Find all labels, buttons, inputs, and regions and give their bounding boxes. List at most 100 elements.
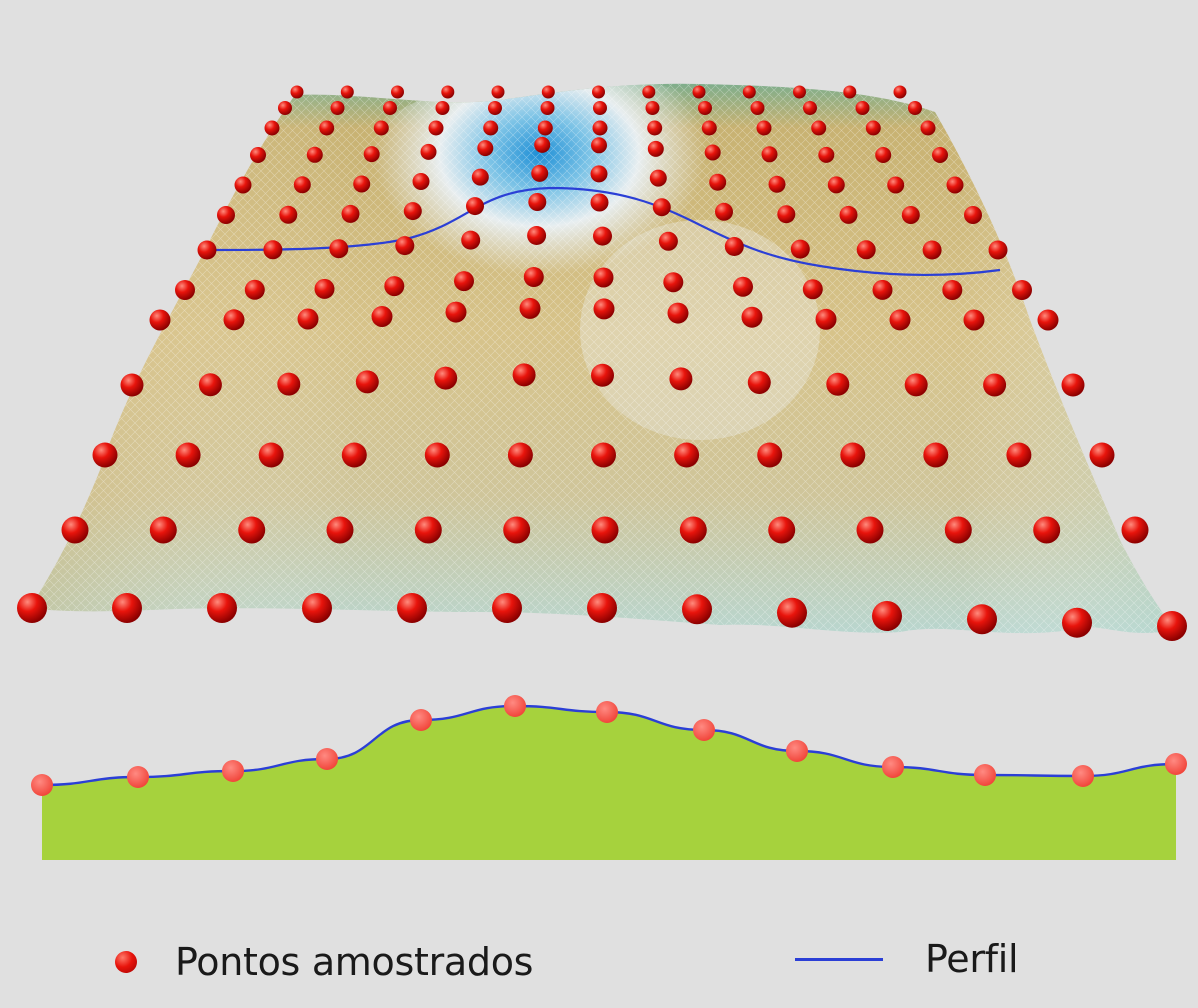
sampled-point (724, 237, 744, 256)
sampled-point (843, 85, 857, 99)
sampled-point (330, 101, 345, 115)
sampled-point (207, 593, 237, 623)
sampled-point (434, 366, 458, 390)
sampled-point (492, 593, 522, 623)
sampled-point (840, 442, 866, 468)
sampled-point (887, 176, 905, 194)
sampled-point (428, 120, 444, 136)
sampled-point (647, 120, 663, 136)
sampled-point (1037, 309, 1059, 331)
sampled-point (403, 202, 422, 221)
profile-point (882, 756, 904, 778)
sampled-point (682, 594, 712, 625)
profile-point (1165, 753, 1187, 775)
sampled-point (61, 516, 89, 544)
sampled-point (827, 176, 845, 194)
sampled-point (872, 601, 902, 631)
sampled-point (198, 373, 222, 397)
sampled-point (967, 604, 997, 635)
legend-profile-label: Perfil (925, 937, 1019, 981)
sampled-point (756, 120, 772, 136)
sampled-point (946, 176, 964, 194)
sampled-point (507, 442, 533, 468)
sampled-point (278, 101, 292, 115)
sampled-point (435, 101, 450, 115)
profile-points (31, 695, 1187, 796)
sampled-point (1012, 280, 1032, 300)
sampled-point (488, 101, 502, 115)
sampled-point (856, 240, 876, 260)
sampled-point (674, 442, 700, 468)
sampled-point (591, 516, 619, 544)
sampled-point (527, 226, 547, 245)
sampled-point (326, 516, 354, 544)
sampled-point (512, 363, 536, 387)
sampled-point (306, 146, 323, 163)
sampled-point (590, 165, 608, 183)
sampled-point (340, 85, 354, 99)
sampled-point (865, 120, 881, 136)
sampled-point (593, 101, 607, 115)
profile-point (222, 760, 244, 782)
sampled-point (591, 442, 616, 468)
sampled-point (149, 516, 177, 544)
sampled-point (889, 309, 911, 331)
sampled-point (373, 120, 389, 136)
sampled-point (223, 309, 245, 331)
sampled-point (371, 306, 393, 327)
sampled-point (383, 101, 397, 115)
sampled-point (698, 101, 712, 115)
sampled-point (395, 236, 415, 256)
sampled-point (17, 593, 47, 623)
legend-points-label: Pontos amostrados (175, 940, 534, 984)
profile-point (316, 748, 338, 770)
sampled-point (856, 516, 884, 544)
sampled-point (277, 372, 301, 396)
sampled-point (592, 85, 605, 99)
sampled-point (761, 146, 778, 163)
sampled-point (658, 231, 678, 251)
sampled-point (293, 176, 311, 194)
legend-profile: Perfil (795, 937, 1019, 981)
sampled-point (757, 442, 783, 468)
sampled-point (647, 140, 664, 157)
sampled-point (537, 120, 553, 136)
sampled-point (642, 85, 656, 99)
sampled-point (461, 230, 481, 250)
sampled-point (363, 146, 380, 163)
profile-point (693, 719, 715, 741)
sampled-point (175, 280, 195, 300)
surface-profile-line (209, 186, 1001, 277)
point-marker-icon (115, 951, 137, 973)
sampled-point (503, 516, 531, 544)
sampled-point (454, 271, 474, 292)
sampled-point (258, 442, 284, 468)
sampled-point (314, 278, 335, 299)
sampled-point (217, 206, 235, 224)
sampled-point (483, 120, 499, 136)
sampled-point (983, 373, 1007, 397)
sampled-point (944, 516, 972, 544)
sampled-point (893, 85, 907, 99)
sampled-point (750, 101, 765, 115)
sampled-point (519, 297, 541, 319)
sampled-point (1062, 607, 1092, 638)
sampled-point (1033, 516, 1061, 544)
sampled-point (341, 204, 360, 223)
sampled-point (692, 85, 706, 99)
sampled-point (264, 120, 280, 136)
sampled-point (528, 193, 547, 211)
sampled-point (149, 309, 171, 331)
sampled-point (715, 202, 733, 221)
sampled-point (441, 85, 455, 99)
profile-point (974, 764, 996, 786)
sampled-point (244, 279, 265, 300)
sampled-point (1157, 611, 1187, 641)
sampled-point (471, 168, 489, 186)
sampled-point (742, 85, 756, 99)
sampled-point (397, 593, 427, 623)
sampled-point (872, 279, 893, 300)
line-marker-icon (795, 957, 883, 961)
sampled-point (250, 147, 266, 163)
